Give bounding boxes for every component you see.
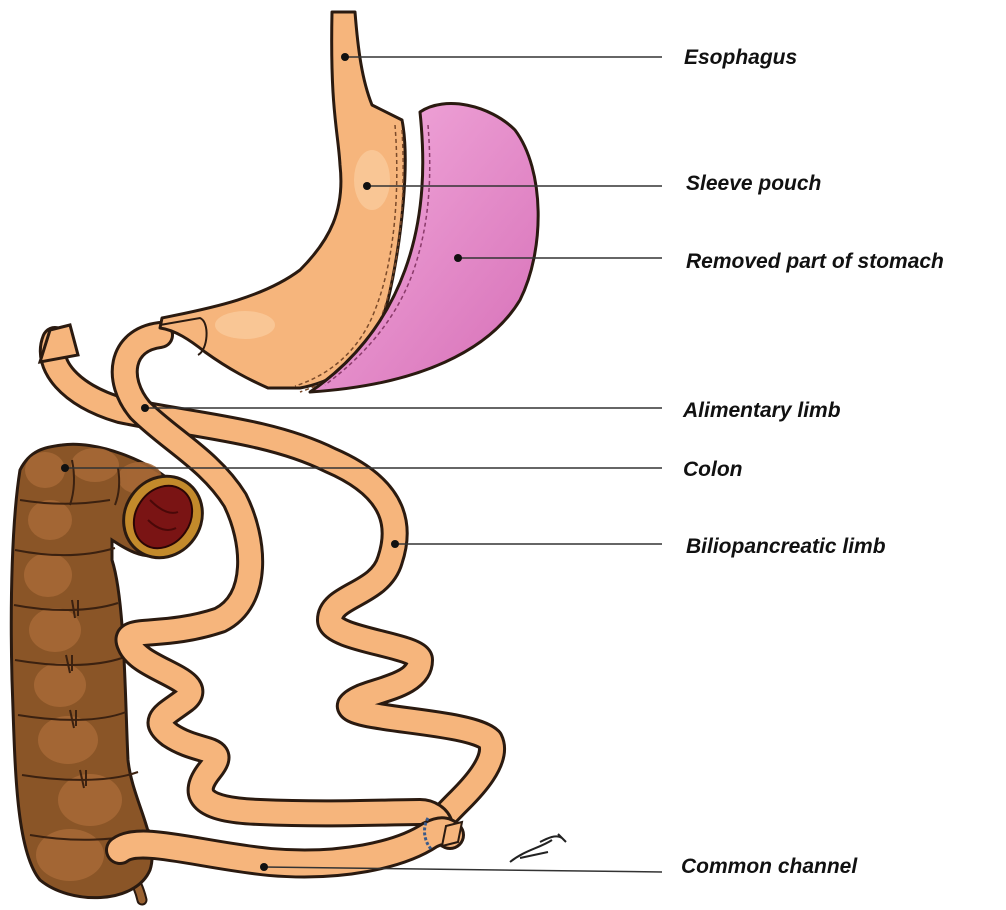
label-biliopancreatic-limb: Biliopancreatic limb — [686, 535, 886, 558]
label-sleeve-pouch: Sleeve pouch — [686, 172, 821, 195]
artist-signature — [510, 834, 566, 862]
label-common-channel: Common channel — [681, 855, 858, 878]
label-removed-stomach: Removed part of stomach — [686, 250, 944, 273]
label-esophagus: Esophagus — [684, 46, 797, 69]
label-colon: Colon — [683, 458, 742, 481]
label-alimentary-limb: Alimentary limb — [682, 399, 841, 422]
